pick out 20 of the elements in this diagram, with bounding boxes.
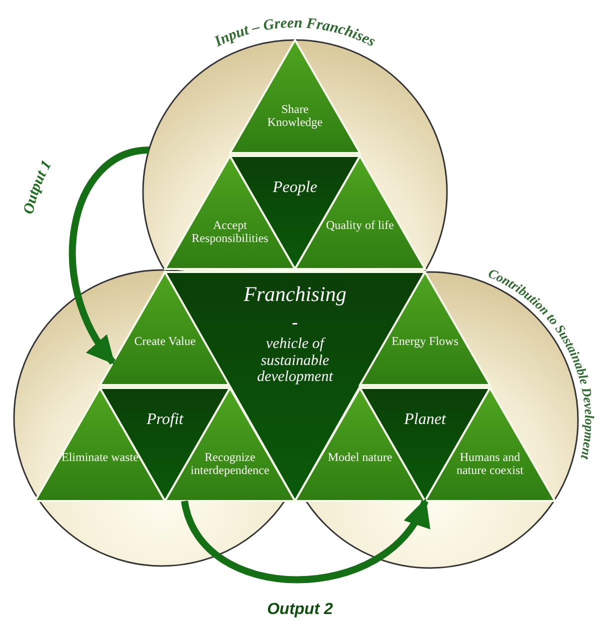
panel-text: Create Value <box>133 335 197 348</box>
panel-text: - <box>291 313 299 334</box>
panel-text: Energy Flows <box>390 335 460 348</box>
curved-arrow <box>69 146 150 365</box>
panel-text: Recognize interdependence <box>190 451 270 478</box>
panel-heading: People <box>272 178 318 196</box>
triangle-panel <box>360 272 490 385</box>
panel-text: Humans and nature coexist <box>455 451 524 478</box>
panel-text: vehicle of sustainable development <box>256 336 334 386</box>
panel-heading: Profit <box>146 410 185 428</box>
panel-heading: Planet <box>403 410 448 428</box>
edge-label: Output 2 <box>267 601 333 618</box>
panel-heading: Franchising <box>242 283 348 307</box>
panel-text: Accept Responsibilities <box>190 219 270 246</box>
panel-text: Quality of life <box>324 219 395 232</box>
triangle-panel <box>100 272 230 385</box>
curved-arrow <box>181 498 428 584</box>
panel-text: Model nature <box>326 451 394 464</box>
panel-text: Eliminate waste <box>60 451 140 464</box>
panel-text: Share Knowledge <box>266 103 324 130</box>
